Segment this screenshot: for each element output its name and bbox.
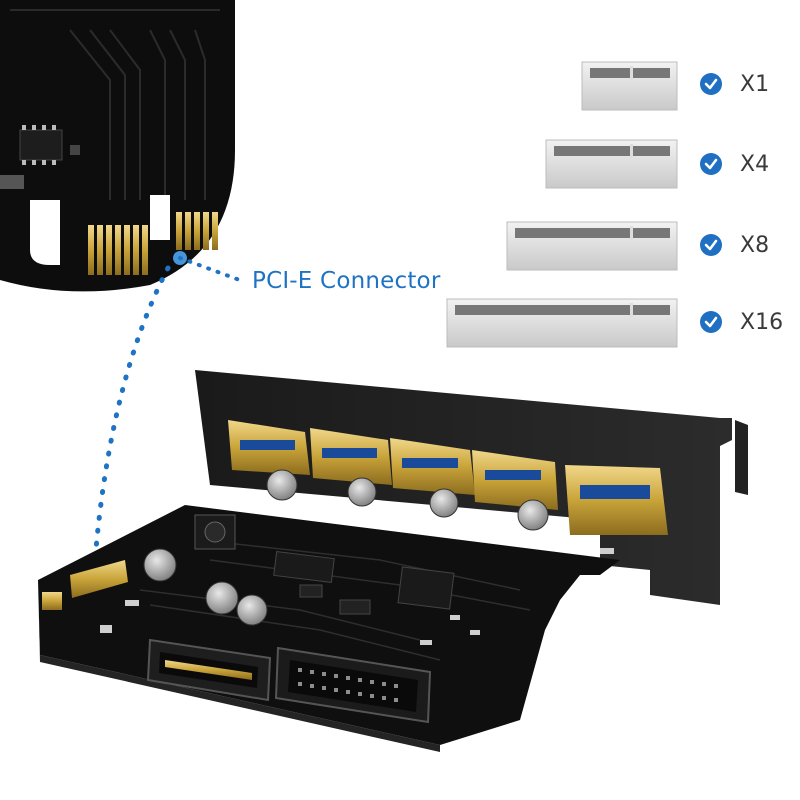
usb-port-5 bbox=[565, 465, 668, 535]
slot-x16 bbox=[446, 298, 678, 348]
usb-expansion-card bbox=[38, 370, 748, 752]
usb-port-4 bbox=[472, 450, 558, 510]
usb-port-2 bbox=[310, 428, 392, 485]
slot-label-x1: X1 bbox=[740, 71, 770, 97]
slot-label-x8: X8 bbox=[740, 232, 770, 258]
slot-label-x4: X4 bbox=[740, 151, 770, 177]
connector-closeup bbox=[0, 0, 235, 292]
usb-port-1 bbox=[228, 420, 310, 475]
capacitors bbox=[143, 469, 549, 626]
sata-power-connector bbox=[146, 638, 272, 702]
checkmark-icon bbox=[700, 234, 722, 256]
slot-x4 bbox=[545, 139, 678, 189]
slot-x1 bbox=[581, 61, 678, 111]
slot-label-x16: X16 bbox=[740, 309, 784, 335]
slot-row-x1: X1 bbox=[700, 64, 769, 104]
checkmark-icon bbox=[700, 73, 722, 95]
usb-port-3 bbox=[390, 438, 475, 495]
slot-x8 bbox=[506, 221, 678, 271]
checkmark-icon bbox=[700, 311, 722, 333]
usb-header bbox=[274, 646, 432, 724]
pcie-connector-label: PCI-E Connector bbox=[252, 268, 441, 294]
slot-row-x4: X4 bbox=[700, 144, 769, 184]
slot-row-x16: X16 bbox=[700, 302, 783, 342]
checkmark-icon bbox=[700, 153, 722, 175]
slot-row-x8: X8 bbox=[700, 225, 769, 265]
